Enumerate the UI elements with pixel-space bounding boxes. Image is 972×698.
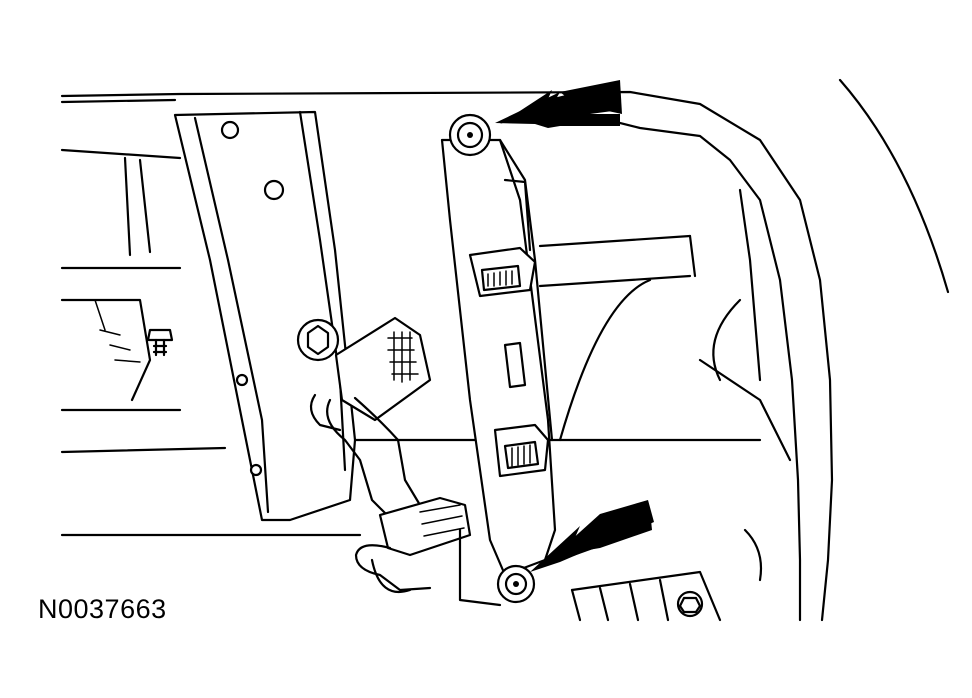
center-mounting-bracket [440, 138, 557, 577]
hex-bolt-icon [296, 318, 340, 362]
lower-connector [378, 496, 472, 557]
wiring-harness [309, 316, 472, 594]
upper-connector [334, 316, 432, 422]
lower-nut [496, 564, 536, 604]
bracket-hole [235, 373, 249, 387]
upper-nut [448, 113, 492, 157]
left-support-bracket [173, 110, 357, 522]
mounting-stud [146, 328, 174, 357]
bracket-hole [249, 463, 263, 477]
double-arrow-icon [530, 500, 654, 572]
lower-grille [458, 528, 763, 622]
lower-clip [493, 423, 550, 478]
double-arrow-icon [495, 80, 622, 128]
figure-id-label: N0037663 [38, 594, 167, 624]
bracket-hole [220, 120, 240, 140]
retaining-strap [538, 234, 697, 288]
bracket-hole [263, 179, 285, 201]
middle-clip [503, 341, 527, 389]
